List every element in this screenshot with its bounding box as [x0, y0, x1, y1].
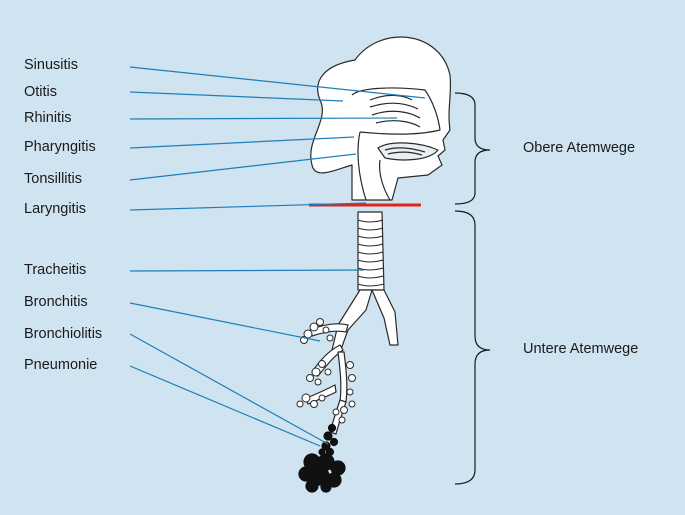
- trachea-rings: [357, 219, 385, 287]
- label-tracheitis: Tracheitis: [24, 262, 87, 278]
- nasal-cavity: [351, 87, 441, 135]
- left-bronchus: [331, 289, 373, 353]
- leader-bronchitis: [129, 302, 321, 342]
- leader-laryngitis: [129, 202, 367, 211]
- oral-cavity: [377, 142, 439, 161]
- label-rhinitis: Rhinitis: [24, 110, 72, 126]
- leader-tracheitis: [129, 269, 365, 272]
- leader-pneumonie: [129, 365, 321, 447]
- pharynx: [357, 131, 391, 201]
- label-bronchiolitis: Bronchiolitis: [24, 326, 103, 342]
- label-pneumonie: Pneumonie: [24, 357, 98, 373]
- label-otitis: Otitis: [24, 84, 58, 100]
- label-sinusitis: Sinusitis: [24, 57, 78, 73]
- leader-rhinitis: [129, 117, 398, 120]
- label-pharyngitis: Pharyngitis: [24, 139, 96, 155]
- leader-otitis: [129, 91, 344, 102]
- right-bronchus: [371, 289, 399, 346]
- leader-tonsillitis: [129, 153, 357, 181]
- leader-lines: [129, 66, 426, 447]
- label-tonsillitis: Tonsillitis: [24, 171, 83, 187]
- group-label-lower-airways: Untere Atemwege: [523, 341, 639, 357]
- leader-pharyngitis: [129, 136, 355, 149]
- label-laryngitis: Laryngitis: [24, 201, 87, 217]
- label-bronchitis: Bronchitis: [24, 294, 88, 310]
- upper-airway-brace: [454, 92, 491, 205]
- lower-airway-brace: [454, 210, 491, 485]
- alveolar-cluster: [298, 423, 346, 493]
- leader-bronchiolitis: [129, 333, 329, 445]
- alveoli: [296, 318, 356, 424]
- tongue: [384, 147, 426, 156]
- group-label-upper-airways: Obere Atemwege: [523, 140, 636, 156]
- leader-sinusitis: [129, 66, 426, 99]
